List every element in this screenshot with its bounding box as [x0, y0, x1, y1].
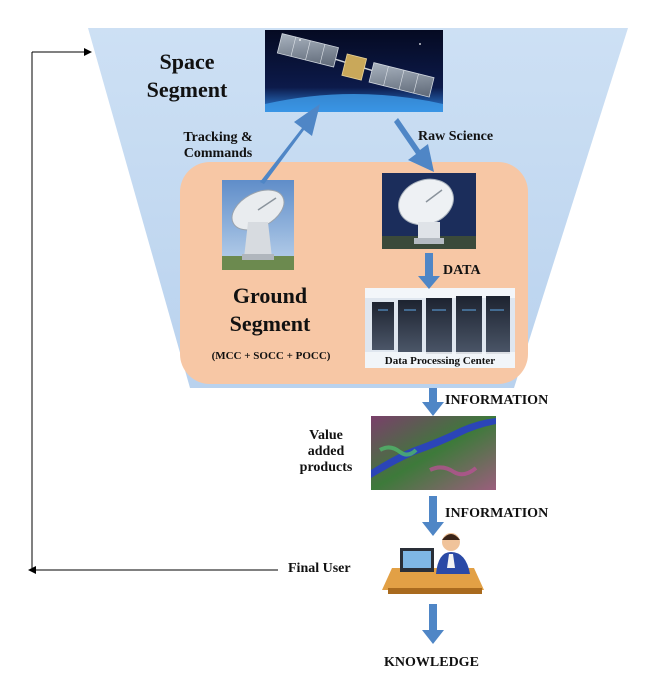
- receiving-antenna-image: [382, 173, 476, 249]
- value-added-products-label: Value added products: [282, 428, 370, 476]
- information-arrow-1: [422, 388, 444, 416]
- space-segment-title-line1: Space: [159, 49, 215, 74]
- final-user-label: Final User: [288, 561, 351, 576]
- ground-segment-subtitle: (MCC + SOCC + POCC): [211, 350, 331, 362]
- value-added-products-image: [371, 416, 496, 490]
- feedback-loop-arrow: [31, 51, 278, 571]
- data-label: DATA: [443, 263, 481, 278]
- ground-segment-title-line2: Segment: [229, 310, 311, 336]
- feedback-arrowhead-left: [28, 566, 36, 574]
- feedback-arrowhead-right: [84, 48, 92, 56]
- value-added-products-line3: products: [299, 460, 353, 476]
- information-arrow-2: [422, 496, 444, 536]
- final-user-image: [382, 533, 484, 594]
- satellite-image: [265, 30, 443, 112]
- ground-segment-title: Ground Segment: [200, 282, 340, 337]
- data-arrow: [418, 253, 440, 289]
- tracking-commands-line1: Tracking &: [183, 130, 253, 145]
- data-processing-center-image: [365, 288, 515, 368]
- information-label-2: INFORMATION: [445, 506, 549, 521]
- value-added-products-line1: Value: [309, 428, 343, 443]
- knowledge-arrow: [422, 604, 444, 644]
- information-label-1: INFORMATION: [445, 393, 549, 408]
- ground-antenna-image: [222, 180, 294, 270]
- tracking-commands-label: Tracking & Commands: [160, 130, 276, 162]
- tracking-commands-line2: Commands: [183, 146, 253, 162]
- knowledge-label: KNOWLEDGE: [384, 655, 479, 670]
- ground-segment-title-line1: Ground: [232, 283, 308, 308]
- raw-science-label: Raw Science: [418, 129, 494, 144]
- space-segment-title-line2: Segment: [146, 76, 228, 102]
- space-segment-title: Space Segment: [122, 48, 252, 103]
- data-processing-center-label: Data Processing Center: [384, 355, 496, 367]
- downlink-arrow: [394, 118, 434, 172]
- value-added-products-line2: added: [307, 444, 345, 460]
- uplink-arrow: [260, 104, 320, 184]
